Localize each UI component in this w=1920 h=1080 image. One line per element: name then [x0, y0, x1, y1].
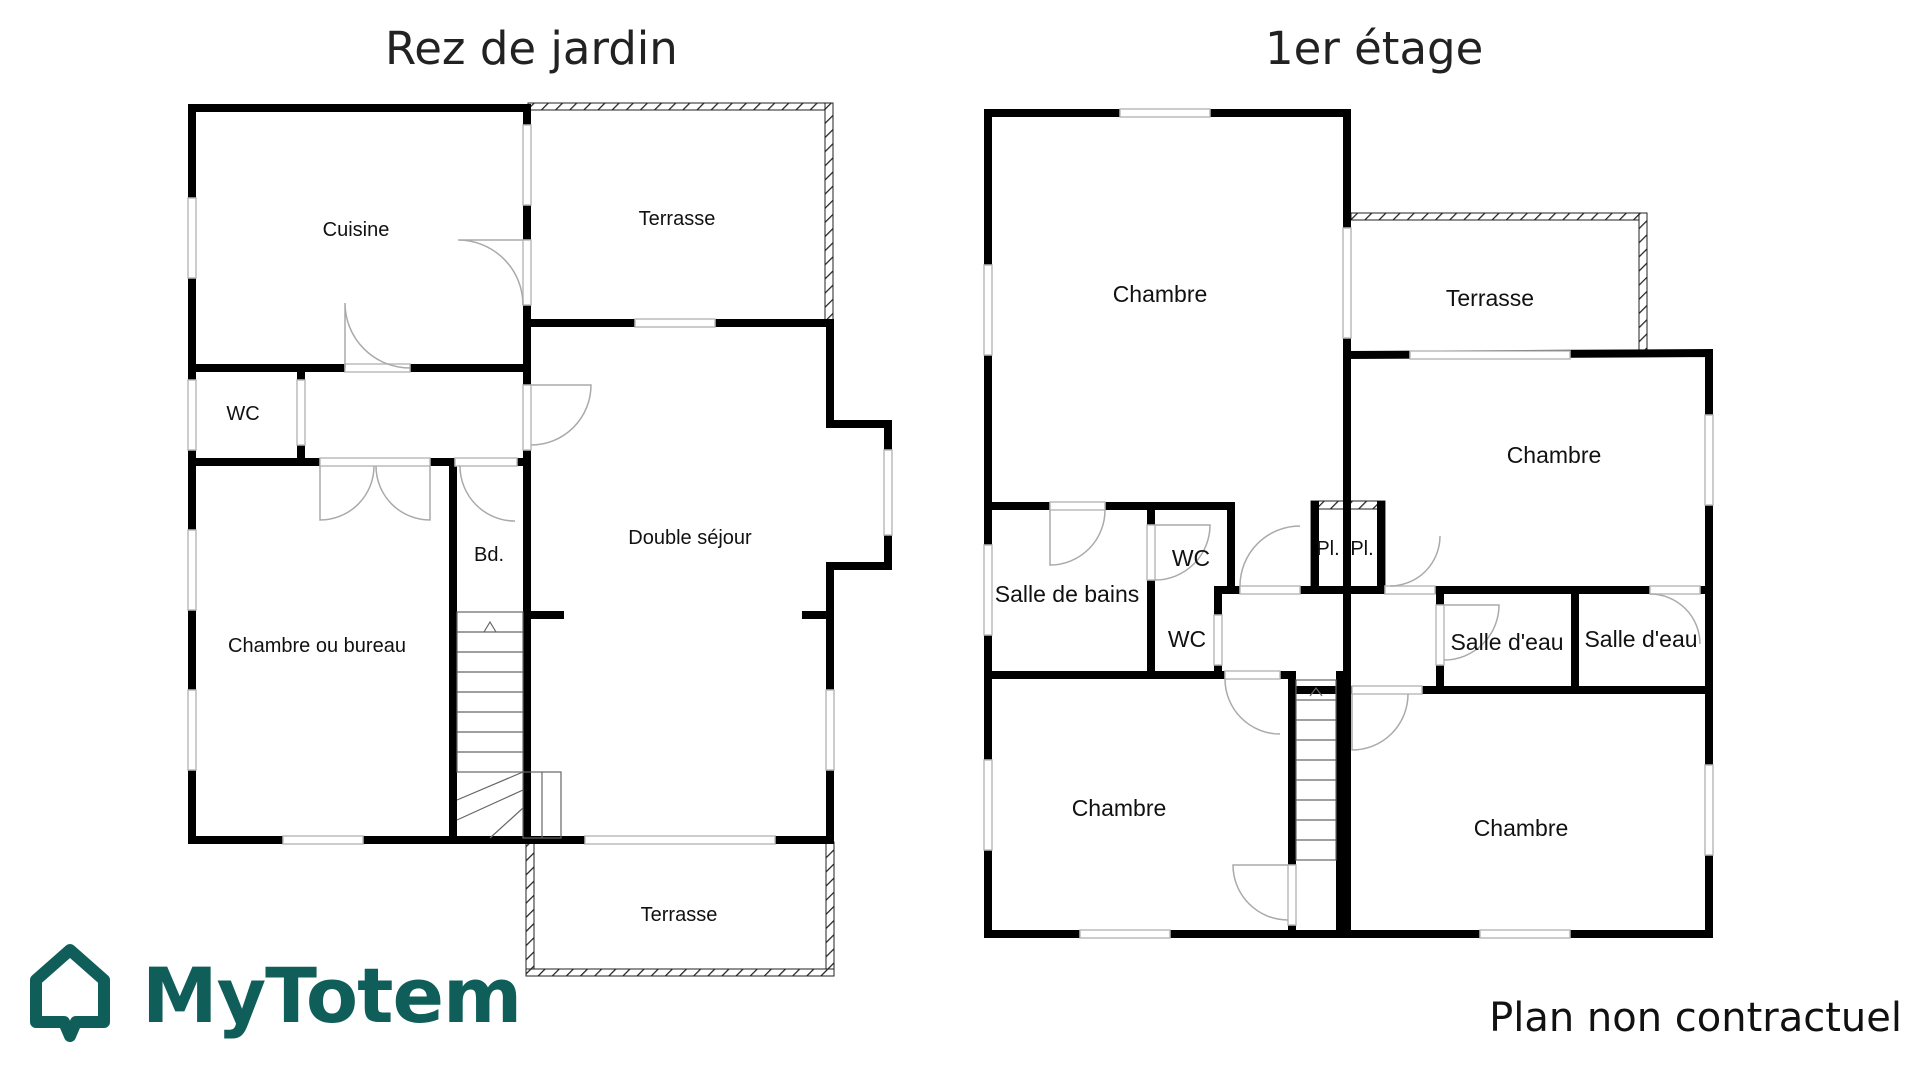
- room-wc-1: WC: [1172, 545, 1210, 571]
- room-chambre-nw: Chambre: [1113, 281, 1208, 307]
- room-double-sejour: Double séjour: [628, 527, 752, 549]
- staircase: [1295, 679, 1337, 861]
- staircase: [456, 611, 562, 839]
- room-placard-2: Pl.: [1350, 538, 1373, 560]
- door-swings: [319, 239, 592, 522]
- room-terrasse: Terrasse: [1446, 285, 1534, 311]
- room-wc-2: WC: [1168, 626, 1206, 652]
- brand-logo: MyTotem: [28, 940, 522, 1050]
- room-chambre-se: Chambre: [1474, 815, 1569, 841]
- room-terrasse-bottom: Terrasse: [641, 904, 718, 926]
- room-chambre-bureau: Chambre ou bureau: [228, 635, 406, 657]
- house-speech-bubble-icon: [30, 944, 110, 1042]
- windows: [187, 124, 893, 845]
- room-chambre-ne: Chambre: [1507, 442, 1602, 468]
- first-floor-plan: Chambre Terrasse Chambre Pl. Pl. WC WC S…: [983, 108, 1714, 939]
- room-wc: WC: [226, 403, 259, 425]
- door-swings: [1049, 509, 1701, 921]
- ground-floor-title: Rez de jardin: [385, 22, 678, 75]
- ground-floor-plan: Cuisine Terrasse WC Chambre ou bureau Bd…: [187, 102, 893, 977]
- room-terrasse-top: Terrasse: [639, 208, 716, 230]
- terrace-railing: [525, 102, 835, 977]
- brand-name: MyTotem: [142, 950, 522, 1040]
- room-placard-1: Pl.: [1316, 538, 1339, 560]
- room-salle-eau-2: Salle d'eau: [1584, 626, 1697, 652]
- room-salle-eau-1: Salle d'eau: [1450, 629, 1563, 655]
- walls: [188, 104, 892, 844]
- terrace-railing: [1350, 212, 1648, 354]
- first-floor-title: 1er étage: [1265, 22, 1484, 75]
- room-salle-de-bains: Salle de bains: [995, 581, 1140, 607]
- windows: [983, 108, 1714, 939]
- disclaimer-text: Plan non contractuel: [1489, 995, 1902, 1041]
- room-cuisine: Cuisine: [323, 219, 390, 241]
- room-chambre-sw: Chambre: [1072, 795, 1167, 821]
- room-bd: Bd.: [474, 544, 504, 566]
